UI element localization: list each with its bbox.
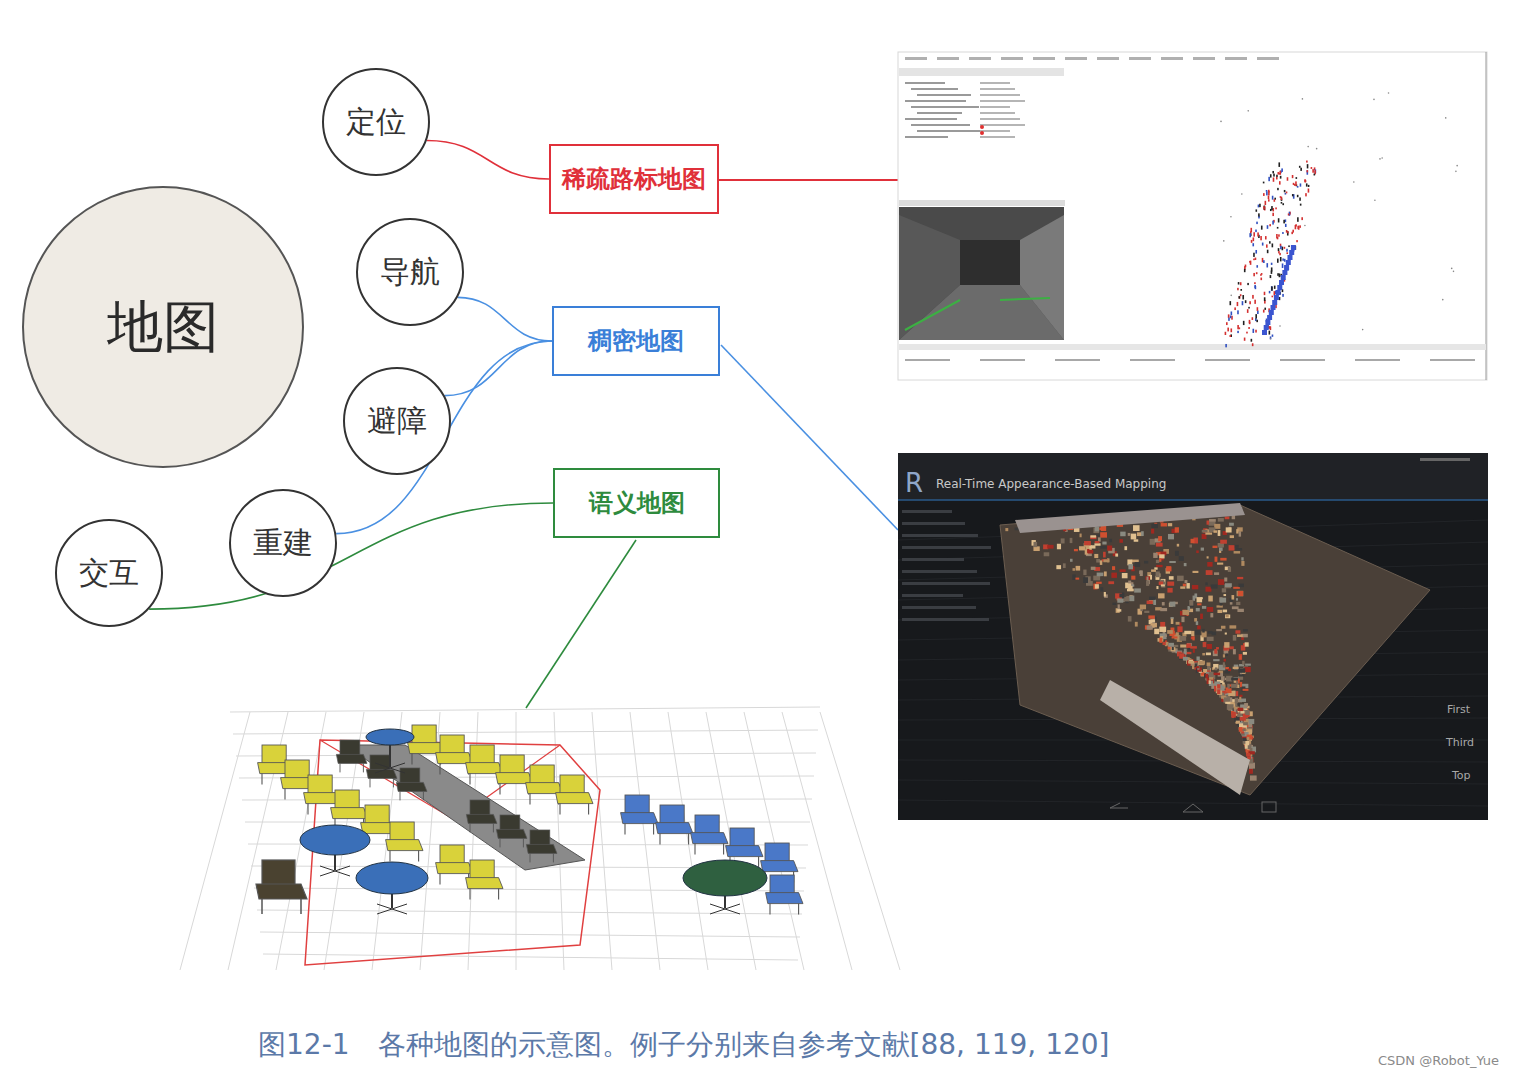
map-circle: 地图 xyxy=(22,186,304,468)
app-title: Real-Time Appearance-Based Mapping xyxy=(936,477,1166,491)
leader-line xyxy=(526,540,636,708)
connector xyxy=(458,297,552,341)
figure-caption: 图12-1 各种地图的示意图。例子分别来自参考文献[88, 119, 120] xyxy=(258,1026,1110,1064)
use-circle: 导航 xyxy=(356,218,464,326)
map-type-box: 稀疏路标地图 xyxy=(549,144,719,214)
node-label: 交互 xyxy=(79,555,139,591)
view-button: Top xyxy=(1452,769,1471,782)
map-type-box: 稠密地图 xyxy=(552,306,720,376)
dense-map-screenshot xyxy=(898,453,1488,820)
node-label: 避障 xyxy=(367,403,427,439)
connector xyxy=(149,503,553,609)
node-label: 导航 xyxy=(380,254,440,290)
node-label: 地图 xyxy=(107,293,219,360)
use-circle: 重建 xyxy=(229,489,337,597)
use-circle: 避障 xyxy=(343,367,451,475)
use-circle: 定位 xyxy=(322,68,430,176)
app-logo: R xyxy=(905,468,923,498)
connector xyxy=(427,140,549,179)
node-label: 定位 xyxy=(346,104,406,140)
connector xyxy=(445,341,552,396)
semantic-map-illustration xyxy=(180,707,900,970)
leader-line xyxy=(721,345,898,530)
use-circle: 交互 xyxy=(55,519,163,627)
node-label: 稀疏路标地图 xyxy=(562,165,706,194)
sparse-map-screenshot xyxy=(898,52,1487,380)
leader-line xyxy=(719,179,898,181)
node-label: 语义地图 xyxy=(589,489,685,518)
node-label: 稠密地图 xyxy=(588,327,684,356)
view-button: Third xyxy=(1446,736,1474,749)
watermark: CSDN @Robot_Yue xyxy=(1378,1053,1499,1068)
node-label: 重建 xyxy=(253,525,313,561)
view-button: First xyxy=(1447,703,1470,716)
map-type-box: 语义地图 xyxy=(553,468,720,538)
